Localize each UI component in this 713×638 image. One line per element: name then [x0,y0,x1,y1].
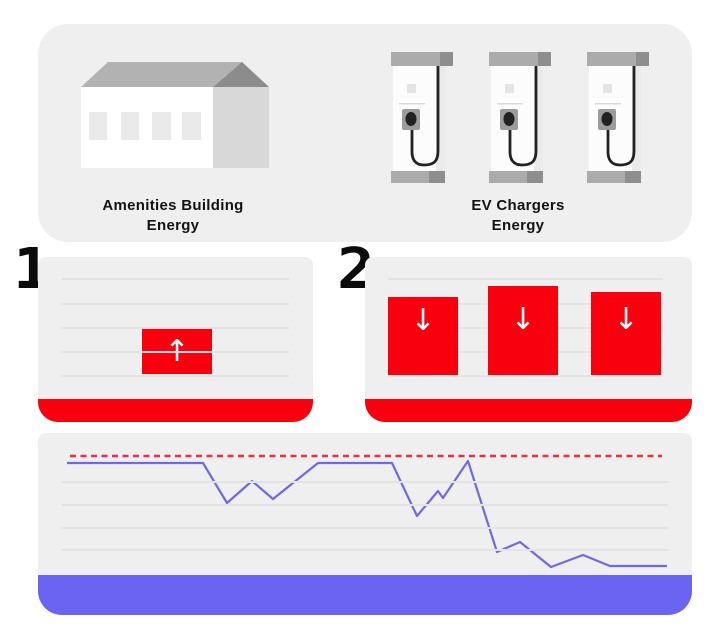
energy-trend-chart-area [38,433,692,575]
gridline [62,278,289,280]
decrease-bar: ↓ [591,292,661,375]
gridline [62,481,668,483]
decrease-bar: ↓ [388,297,458,375]
decrease-bar: ↓ [488,286,558,375]
down-arrow-icon: ↓ [410,303,436,338]
gridline [62,351,289,353]
gridline [62,375,289,377]
step-2-panel: ↓ ↓ ↓ [365,257,692,422]
amenities-building-label: Amenities Building Energy [73,196,273,236]
ev-charger-icon [391,52,453,183]
ev-charger-icon [587,52,649,183]
ev-label-line1: EV Chargers [471,197,565,214]
down-arrow-icon: ↓ [510,302,536,337]
step-1-baseline-bar [38,399,313,422]
amenities-label-line2: Energy [146,217,200,234]
ev-label-line2: Energy [491,217,545,234]
ev-chargers-label: EV Chargers Energy [418,196,618,236]
step-1-panel: ↑ [38,257,313,422]
amenities-building-icon [81,62,269,168]
ev-charger-icon [489,52,551,183]
gridline [62,527,668,529]
down-arrow-icon: ↓ [613,302,639,337]
energy-trend-panel [38,433,692,615]
energy-line-series [67,459,667,569]
step-2-baseline-bar [365,399,692,422]
step-1-chart-area: ↑ [38,257,313,399]
gridline [388,278,663,280]
energy-trend-baseline-bar [38,575,692,615]
gridline [62,504,668,506]
gridline [62,549,668,551]
amenities-label-line1: Amenities Building [102,197,244,214]
gridline [62,303,289,305]
energy-sources-panel: Amenities Building Energy EV Chargers En… [38,24,692,242]
gridline [62,327,289,329]
step-2-chart-area: ↓ ↓ ↓ [365,257,692,399]
energy-trend-chart [67,454,667,569]
gridline [388,375,663,377]
